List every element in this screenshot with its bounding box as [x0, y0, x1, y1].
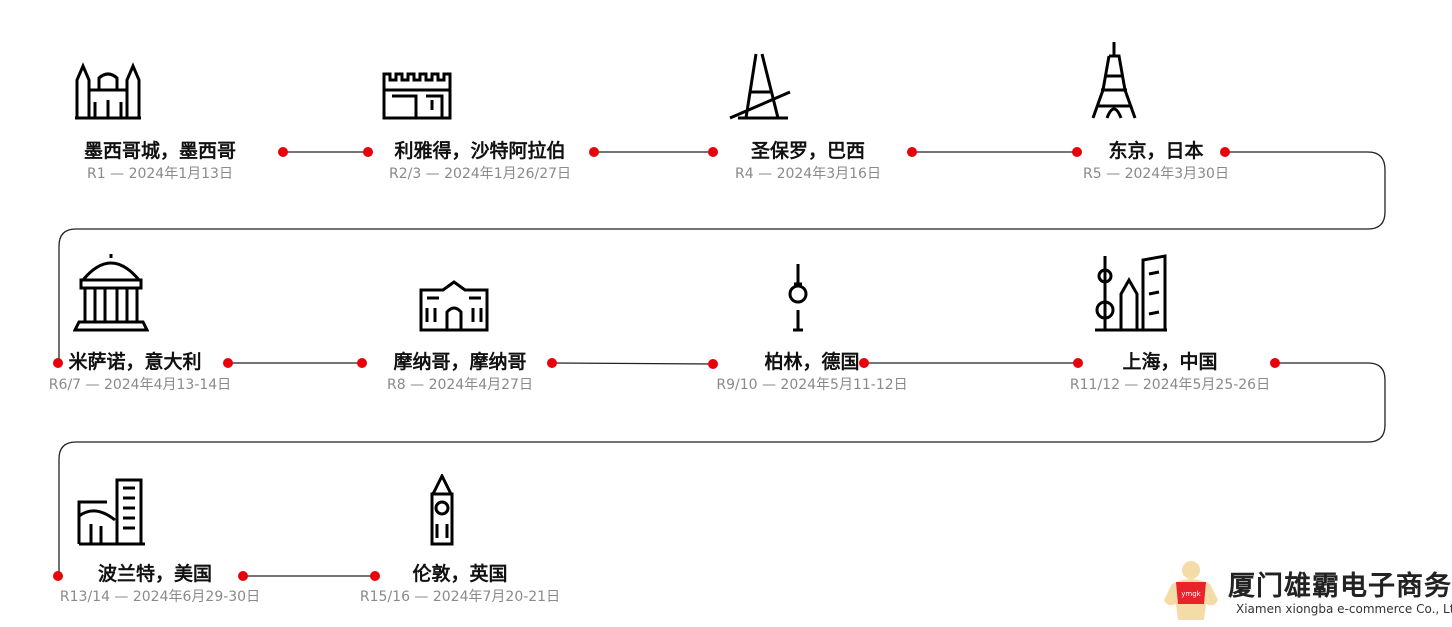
- round-portland: 波兰特，美国 R13/14 — 2024年6月29-30日: [60, 563, 260, 607]
- tokyo-tower-icon: [1091, 42, 1137, 119]
- round-date: R8 — 2024年4月27日: [387, 377, 533, 393]
- timeline-dot: [363, 147, 373, 157]
- round-date: R9/10 — 2024年5月11-12日: [716, 377, 908, 393]
- timeline-dot: [370, 571, 380, 581]
- cathedral-icon: [75, 62, 141, 120]
- round-misano: 米萨诺，意大利 R6/7 — 2024年4月13-14日: [49, 351, 231, 395]
- round-london: 伦敦，英国 R15/16 — 2024年7月20-21日: [360, 563, 560, 607]
- timeline-dot: [1073, 358, 1083, 368]
- city-name: 上海，中国: [1122, 351, 1218, 373]
- timeline-dot: [589, 147, 599, 157]
- company-name: 厦门雄霸电子商务: [1228, 571, 1452, 602]
- timeline-dot: [53, 358, 63, 368]
- city-name: 伦敦，英国: [412, 563, 508, 585]
- round-date: R2/3 — 2024年1月26/27日: [388, 166, 572, 182]
- temple-icon: [73, 254, 149, 332]
- timeline-dot: [547, 358, 557, 368]
- round-date: R13/14 — 2024年6月29-30日: [59, 589, 261, 605]
- timeline-dot: [238, 571, 248, 581]
- timeline-dot: [223, 358, 233, 368]
- fortress-icon: [382, 72, 452, 120]
- mascot-text: ymgk: [1181, 590, 1201, 598]
- round-tokyo: 东京，日本 R5 — 2024年3月30日: [1083, 140, 1229, 184]
- company-subtitle: Xiamen xiongba e-commerce Co., Ltd: [1236, 602, 1452, 616]
- city-name: 墨西哥城，墨西哥: [83, 140, 237, 162]
- city-name: 波兰特，美国: [97, 563, 213, 585]
- skyline-icon: [1095, 254, 1167, 332]
- round-date: R1 — 2024年1月13日: [87, 166, 233, 182]
- city-name: 米萨诺，意大利: [68, 351, 202, 373]
- watermark-logo: ymgk 厦门雄霸电子商务 Xiamen xiongba e-commerce …: [1158, 560, 1452, 624]
- city-name: 东京，日本: [1108, 140, 1204, 162]
- timeline-dot: [859, 358, 869, 368]
- round-sao-paulo: 圣保罗，巴西 R4 — 2024年3月16日: [735, 140, 881, 184]
- round-monaco: 摩纳哥，摩纳哥 R8 — 2024年4月27日: [387, 351, 533, 395]
- city-name: 圣保罗，巴西: [750, 140, 866, 162]
- round-mexico-city: 墨西哥城，墨西哥 R1 — 2024年1月13日: [84, 140, 236, 184]
- timeline-dot: [278, 147, 288, 157]
- timeline-dot: [1220, 147, 1230, 157]
- round-date: R6/7 — 2024年4月13-14日: [48, 377, 232, 393]
- timeline-dot: [907, 147, 917, 157]
- round-date: R15/16 — 2024年7月20-21日: [359, 589, 561, 605]
- round-riyadh: 利雅得，沙特阿拉伯 R2/3 — 2024年1月26/27日: [389, 140, 571, 184]
- timeline-dot: [1072, 147, 1082, 157]
- palace-icon: [419, 280, 489, 332]
- city-name: 利雅得，沙特阿拉伯: [394, 140, 566, 162]
- round-date: R11/12 — 2024年5月25-26日: [1069, 377, 1271, 393]
- city-name: 柏林，德国: [764, 351, 860, 373]
- round-shanghai: 上海，中国 R11/12 — 2024年5月25-26日: [1070, 351, 1270, 395]
- round-date: R5 — 2024年3月30日: [1083, 166, 1229, 182]
- bridge-icon: [729, 53, 791, 120]
- timeline-dot: [357, 358, 367, 368]
- timeline-dot: [53, 571, 63, 581]
- big-ben-icon: [430, 474, 454, 546]
- timeline-dot: [708, 147, 718, 157]
- bear-mascot-icon: ymgk: [1164, 561, 1218, 620]
- tv-tower-icon: [788, 264, 808, 332]
- round-berlin: 柏林，德国 R9/10 — 2024年5月11-12日: [716, 351, 907, 395]
- timeline-dot: [1270, 358, 1280, 368]
- timeline-dot: [708, 359, 718, 369]
- buildings-icon: [77, 478, 145, 546]
- round-date: R4 — 2024年3月16日: [735, 166, 881, 182]
- city-name: 摩纳哥，摩纳哥: [393, 351, 527, 373]
